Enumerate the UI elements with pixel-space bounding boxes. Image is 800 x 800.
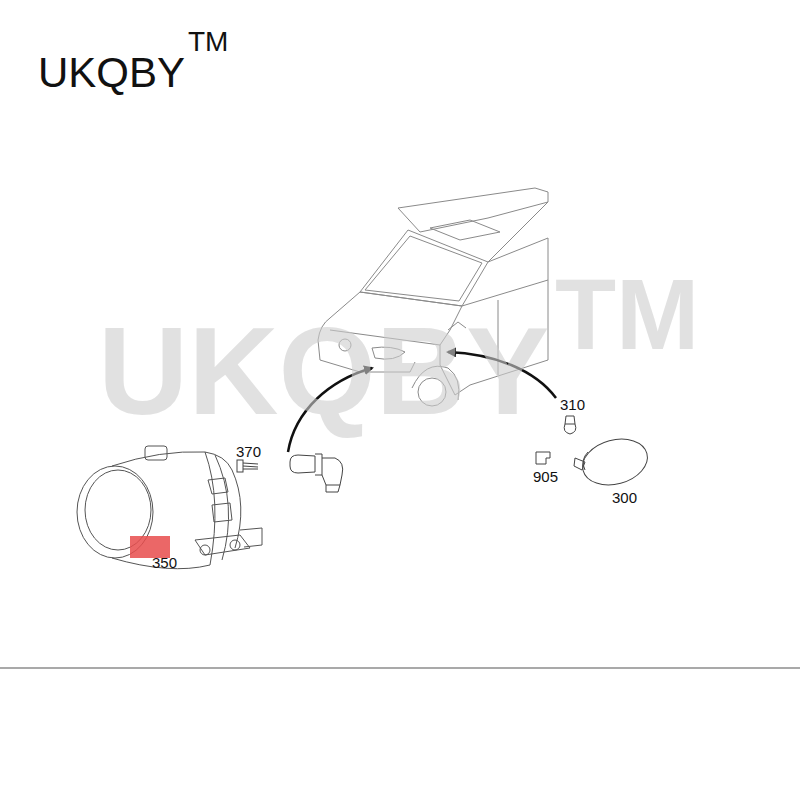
brand-logo: UKQBY	[38, 52, 185, 94]
callout-number: 350	[152, 555, 177, 570]
callout-number: 310	[560, 397, 585, 412]
watermark-text: TM	[555, 264, 699, 364]
callout-number: 905	[533, 469, 558, 484]
bulb-drawing	[290, 454, 343, 492]
fog-lamp-drawing	[77, 446, 262, 569]
divider-line	[0, 667, 800, 668]
watermark-text: UKQBY	[98, 308, 549, 433]
screw-drawing	[237, 460, 258, 472]
callout-number: 300	[612, 490, 637, 505]
trademark-mark: TM	[188, 28, 228, 56]
callout-number: 370	[236, 444, 261, 459]
